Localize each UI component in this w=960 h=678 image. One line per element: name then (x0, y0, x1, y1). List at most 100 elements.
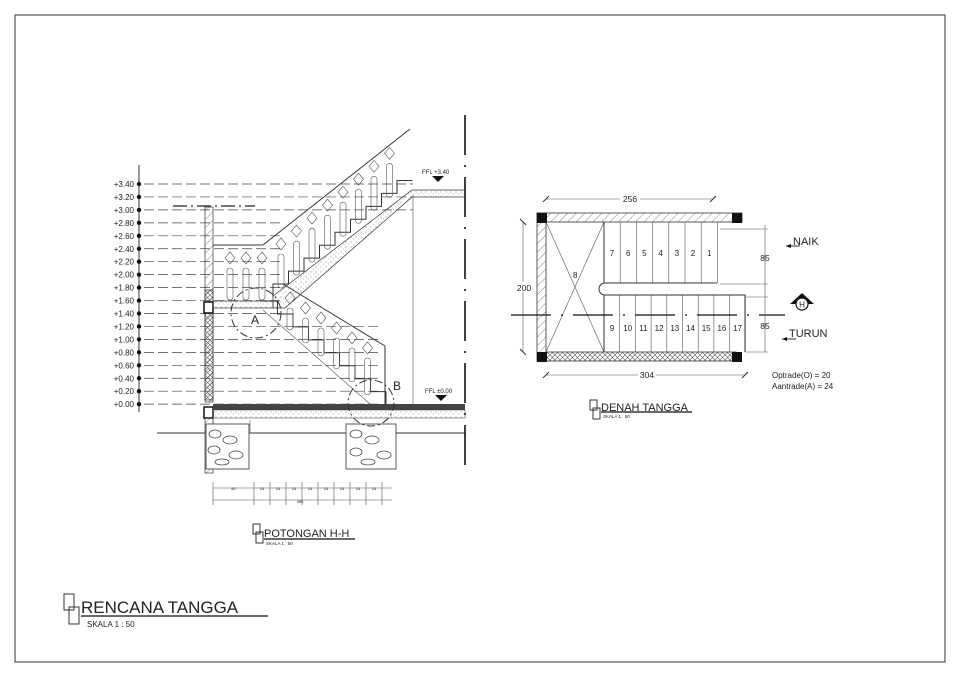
svg-text:+2.80: +2.80 (114, 219, 135, 228)
baluster (322, 198, 333, 250)
title-logo-icon (589, 399, 601, 420)
detail-circle-a[interactable] (230, 287, 282, 339)
section-scale: SKALA 1 : 50 (266, 541, 293, 546)
turun-label: TURUN (789, 328, 828, 340)
level-marker: +1.20 (114, 322, 380, 331)
naik-label: NAIK (793, 236, 819, 248)
dim-flight-up: 85 (760, 253, 770, 263)
section-drawing: +3.40 +3.20 +3.00 +2.80 +2.60 +2.40 +2.20 +2.00… (114, 115, 466, 505)
step-number: 16 (717, 324, 726, 333)
landing-slab (212, 300, 274, 309)
plan-scale: SKALA 1 : 50 (603, 414, 630, 419)
svg-text:+0.80: +0.80 (114, 348, 135, 357)
step-number: 9 (610, 324, 615, 333)
level-marker: +3.00 (114, 206, 413, 215)
level-marker: +1.60 (114, 297, 280, 306)
sheet-frame (14, 14, 946, 663)
baluster (240, 251, 252, 301)
sheet-scale: SKALA 1 : 50 (87, 620, 135, 629)
plan-height: 200 (517, 283, 531, 293)
plan-left-wall (536, 212, 547, 362)
dim-label: 24 (340, 486, 345, 491)
dim-flight-down: 85 (760, 321, 770, 331)
section-title: POTONGAN H-H (264, 528, 349, 540)
dim-label: 80 (231, 486, 236, 491)
baluster (353, 172, 364, 224)
beam (203, 301, 214, 314)
dim-label: 24 (260, 486, 265, 491)
baluster (284, 291, 296, 331)
step-number: 14 (686, 324, 695, 333)
level-marker: +0.20 (114, 387, 380, 396)
dim-label: 24 (292, 486, 297, 491)
level-marker: +3.40 (114, 180, 413, 189)
level-marker: +2.60 (114, 232, 280, 241)
dim-label: 24 (372, 486, 377, 491)
svg-text:+0.40: +0.40 (114, 374, 135, 383)
optrade-note: Optrade(O) = 20 (772, 371, 831, 380)
plan-width-bottom: 304 (640, 370, 654, 380)
svg-text:+0.00: +0.00 (114, 400, 135, 409)
plan-handrail (598, 282, 746, 352)
baluster (331, 321, 342, 370)
baluster (315, 311, 327, 357)
level-marker: +2.40 (114, 245, 280, 254)
level-marker: +3.20 (114, 193, 413, 202)
svg-text:+3.40: +3.40 (114, 180, 135, 189)
aantrade-note: Aantrade(A) = 24 (772, 382, 834, 391)
baluster (346, 331, 358, 383)
svg-text:+2.60: +2.60 (114, 232, 135, 241)
baluster (300, 301, 311, 344)
baluster (306, 211, 318, 263)
dim-label: 24 (276, 486, 281, 491)
plan-width-top: 256 (623, 194, 637, 204)
detail-circle-b[interactable] (347, 379, 395, 427)
baluster (384, 146, 395, 198)
section-marker-icon[interactable]: H (790, 293, 814, 311)
section-title-block: POTONGAN H-H SKALA 1 : 50 (252, 523, 355, 546)
svg-text:+3.00: +3.00 (114, 206, 135, 215)
level-marker: +2.20 (114, 258, 280, 267)
step-number: 12 (655, 324, 664, 333)
svg-text:+1.40: +1.40 (114, 310, 135, 319)
svg-text:+2.20: +2.20 (114, 258, 135, 267)
step-number: 11 (639, 324, 648, 333)
svg-text:+0.20: +0.20 (114, 387, 135, 396)
sheet-title-block: RENCANA TANGGA SKALA 1 : 50 (63, 593, 268, 629)
svg-text:+2.00: +2.00 (114, 271, 135, 280)
baluster (368, 159, 380, 211)
detail-a-label: A (251, 313, 259, 327)
ffl-top-label: FFL +3.40 (422, 170, 450, 176)
level-marker: +2.80 (114, 219, 280, 228)
upper-flight-steps (272, 179, 413, 297)
foundation-right (345, 423, 397, 470)
floor-slab (213, 404, 465, 410)
level-marker: +2.00 (114, 271, 280, 280)
level-marker: +1.40 (114, 310, 280, 319)
svg-text:+1.00: +1.00 (114, 335, 135, 344)
foundation-left (205, 423, 250, 470)
svg-text:+2.40: +2.40 (114, 245, 135, 254)
svg-text:+1.60: +1.60 (114, 297, 135, 306)
baluster (224, 251, 236, 301)
step-number: 3 (675, 249, 680, 258)
baluster (337, 185, 349, 237)
sheet-title: RENCANA TANGGA (81, 598, 239, 617)
step-number: 6 (626, 249, 631, 258)
handrail-lower (282, 283, 386, 347)
landing-label: 8 (573, 271, 578, 280)
svg-text:+1.80: +1.80 (114, 284, 135, 293)
plan-top-wall (536, 212, 743, 223)
baluster (256, 251, 268, 301)
step-number: 13 (670, 324, 679, 333)
step-number: 1 (707, 249, 712, 258)
step-number: 15 (702, 324, 711, 333)
baluster (291, 224, 302, 276)
step-number: 2 (691, 249, 696, 258)
ffl-bottom-label: FFL ±0.00 (425, 389, 453, 395)
baluster (362, 341, 373, 396)
title-logo-icon (252, 523, 264, 544)
dim-label: 24 (356, 486, 361, 491)
